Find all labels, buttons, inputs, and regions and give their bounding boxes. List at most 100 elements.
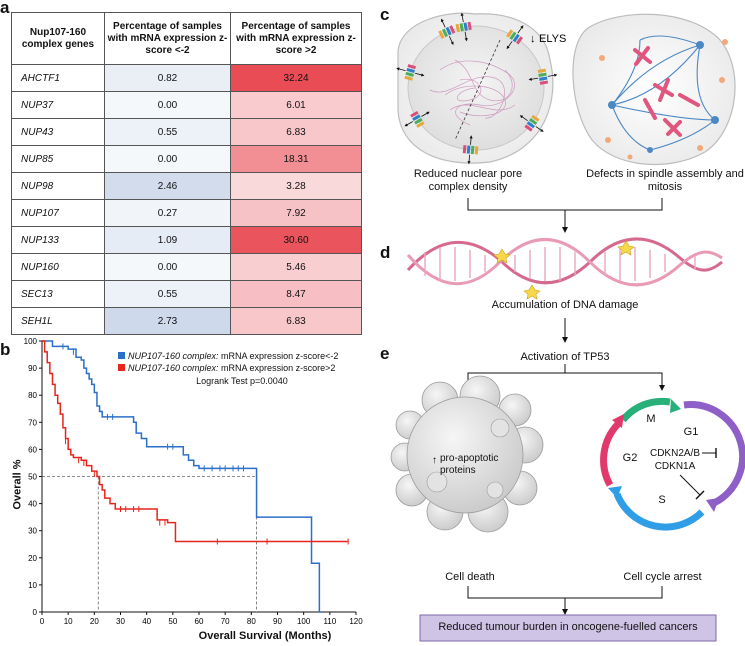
cell-death-label: Cell death — [445, 571, 495, 583]
x-tick-label: 100 — [297, 617, 311, 626]
y-axis-label: Overall % — [11, 459, 24, 510]
gene-name: NUP43 — [11, 118, 105, 146]
x-tick-label: 110 — [323, 617, 336, 626]
legend-label-low: mRNA expression z-score<-2 — [218, 351, 339, 361]
high-percentage: 7.92 — [230, 199, 362, 227]
high-percentage: 6.83 — [230, 307, 362, 335]
y-tick-label: 90 — [28, 364, 37, 373]
down-arrow-icon: ↓ — [530, 33, 536, 45]
c-left-caption: Reduced nuclear pore complex density — [413, 168, 523, 193]
nucleus-cell-illustration — [396, 12, 558, 165]
cell-cycle-diagram — [600, 397, 745, 531]
high-percentage: 18.31 — [230, 145, 362, 173]
low-percentage: 0.55 — [104, 118, 231, 146]
high-percentage: 5.46 — [230, 253, 362, 281]
apoptotic-cell-illustration — [390, 375, 544, 533]
low-percentage: 0.00 — [104, 145, 231, 173]
low-percentage: 0.27 — [104, 199, 231, 227]
panel-label-b: b — [0, 340, 11, 359]
high-percentage: 8.47 — [230, 280, 362, 308]
nuclear-pore-complex — [455, 12, 472, 42]
phase-g2-label: G2 — [622, 452, 638, 464]
y-tick-label: 20 — [28, 554, 37, 563]
y-tick-label: 10 — [28, 581, 37, 590]
tp53-label: Activation of TP53 — [520, 351, 610, 363]
x-tick-label: 70 — [221, 617, 230, 626]
cdkn1a-label: CDKN1A — [654, 461, 696, 472]
gene-name: SEH1L — [11, 307, 105, 335]
y-tick-label: 30 — [28, 527, 37, 536]
legend-item-high: NUP107-160 complex: mRNA expression z-sc… — [118, 362, 338, 374]
plot-legend: NUP107-160 complex: mRNA expression z-sc… — [118, 350, 338, 374]
y-tick-label: 70 — [28, 418, 37, 427]
high-percentage: 30.60 — [230, 226, 362, 254]
low-percentage: 1.09 — [104, 226, 231, 254]
low-percentage: 0.00 — [104, 253, 231, 281]
x-tick-label: 90 — [273, 617, 282, 626]
phase-m-label: M — [646, 413, 656, 425]
survival-curve-low — [42, 340, 322, 613]
x-tick-label: 20 — [90, 617, 99, 626]
y-tick-label: 100 — [24, 337, 38, 346]
legend-label-low-italic: NUP107-160 complex: — [128, 351, 219, 361]
cdkn2ab-label: CDKN2A/B — [649, 448, 700, 459]
nuclear-pore-complex — [438, 18, 456, 46]
legend-swatch-high — [118, 364, 125, 371]
low-percentage: 0.00 — [104, 91, 231, 119]
nuclear-pore-complex — [506, 25, 524, 50]
x-axis-label: Overall Survival (Months) — [198, 630, 332, 642]
y-tick-label: 80 — [28, 391, 37, 400]
final-outcome-label: Reduced tumour burden in oncogene-fuelle… — [438, 621, 698, 633]
high-percentage: 3.28 — [230, 172, 362, 200]
y-tick-label: 50 — [28, 473, 37, 482]
x-tick-label: 0 — [40, 617, 45, 626]
x-tick-label: 80 — [247, 617, 256, 626]
elys-label: ELYS — [539, 33, 566, 45]
x-tick-label: 40 — [142, 617, 151, 626]
low-percentage: 2.46 — [104, 172, 231, 200]
y-tick-label: 0 — [33, 608, 38, 617]
nuclear-pore-complex — [462, 135, 479, 165]
c-right-caption: Defects in spindle assembly and mitosis — [586, 168, 744, 193]
legend-swatch-low — [118, 352, 125, 359]
final-outcome-box — [419, 614, 717, 642]
nuclear-pore-complex — [528, 68, 558, 85]
d-caption: Accumulation of DNA damage — [491, 299, 639, 311]
panel-label-a: a — [0, 0, 10, 17]
x-tick-label: 120 — [349, 617, 363, 626]
low-percentage: 0.82 — [104, 64, 231, 92]
panel-label-c: c — [380, 5, 390, 24]
expression-table: Nup107-160 complex genes Percentage of s… — [11, 12, 362, 335]
high-percentage: 6.01 — [230, 91, 362, 119]
cell-cycle-arrest-label: Cell cycle arrest — [623, 571, 702, 583]
nuclear-pore-complex — [396, 64, 425, 81]
nuclear-pore-complex — [404, 110, 430, 128]
low-percentage: 2.73 — [104, 307, 231, 335]
dna-helix-illustration — [406, 237, 723, 300]
legend-item-low: NUP107-160 complex: mRNA expression z-sc… — [118, 350, 338, 362]
high-percentage: 6.83 — [230, 118, 362, 146]
gene-name: NUP107 — [11, 199, 105, 227]
x-tick-label: 30 — [116, 617, 125, 626]
phase-s-label: S — [658, 494, 666, 506]
pro-apoptotic-label: pro-apoptotic proteins — [440, 453, 499, 476]
x-tick-label: 10 — [64, 617, 73, 626]
mitotic-cell-illustration — [572, 13, 736, 166]
phase-g1-label: G1 — [683, 426, 699, 438]
gene-name: NUP85 — [11, 145, 105, 173]
survival-curve-high — [42, 340, 349, 543]
x-tick-label: 60 — [195, 617, 204, 626]
legend-label-high-italic: NUP107-160 complex: — [128, 363, 219, 373]
legend-label-high: mRNA expression z-score>2 — [218, 363, 336, 373]
up-arrow-icon: ↑ — [432, 455, 437, 466]
